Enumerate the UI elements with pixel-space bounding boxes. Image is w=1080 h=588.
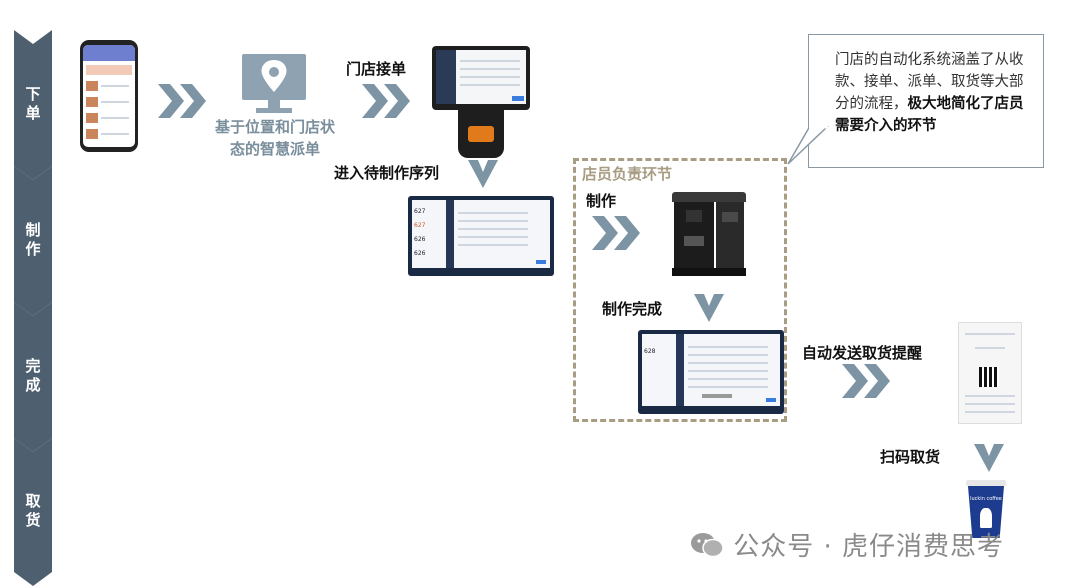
making-label: 制作 — [586, 192, 617, 210]
stage-make: 制作 — [14, 166, 52, 316]
watermark-text: 公众号 · 虎仔消费思考 — [733, 532, 1005, 562]
stage-order-label: 下单 — [23, 86, 42, 124]
stage-complete-label: 完成 — [23, 358, 42, 396]
scan-pickup-label: 扫码取货 — [880, 448, 941, 466]
order-code: 627 — [414, 208, 426, 215]
pos-terminal-image — [432, 46, 530, 158]
double-chevron-right-icon — [592, 216, 640, 250]
notify-label: 自动发送取货提醒 — [802, 344, 923, 362]
double-chevron-right-icon — [842, 364, 890, 398]
phone-app-image — [80, 40, 138, 152]
smart-dispatch-label: 基于位置和门店状态的智慧派单 — [214, 118, 335, 158]
chevron-down-icon — [468, 160, 498, 188]
stage-make-label: 制作 — [23, 222, 42, 260]
callout-pointer — [787, 126, 830, 165]
order-code: 626 — [414, 236, 426, 243]
done-label: 制作完成 — [602, 300, 663, 318]
double-chevron-right-icon — [158, 84, 206, 118]
wechat-icon — [691, 533, 724, 558]
coffee-cup-image: luckin coffee — [966, 480, 1006, 538]
coffee-machine-image — [672, 192, 746, 280]
location-monitor-icon — [242, 54, 306, 113]
order-code: 627 — [414, 222, 426, 229]
order-code: 628 — [644, 348, 656, 355]
queue-tablet-screen: 627 627 626 626 — [408, 196, 554, 276]
chevron-down-icon — [974, 444, 1004, 472]
order-code: 626 — [414, 250, 426, 257]
callout-box: 门店的自动化系统涵盖了从收款、接单、派单、取货等大部分的流程，极大地简化了店员需… — [808, 34, 1044, 168]
stage-order: 下单 — [14, 30, 52, 180]
qr-code-icon — [979, 367, 999, 387]
callout-bold-text: 极大地简化了店员需要介入的环节 — [835, 95, 1024, 134]
watermark: 公众号 · 虎仔消费思考 — [690, 526, 1004, 563]
staff-section-title: 店员负责环节 — [582, 165, 673, 183]
stage-pickup: 取货 — [14, 438, 52, 586]
stage-complete: 完成 — [14, 302, 52, 452]
pickup-phone-image — [958, 322, 1022, 424]
chevron-down-icon — [694, 294, 724, 322]
queue-label: 进入待制作序列 — [334, 164, 440, 182]
store-order-label: 门店接单 — [346, 60, 407, 78]
staff-section-box — [573, 158, 787, 422]
done-tablet-screen: 628 — [638, 330, 784, 414]
double-chevron-right-icon — [362, 84, 410, 118]
stage-pickup-label: 取货 — [23, 493, 42, 531]
cup-brand: luckin coffee — [970, 496, 1002, 502]
callout-text: 门店的自动化系统涵盖了从收款、接单、派单、取货等大部分的流程， — [835, 52, 1024, 112]
